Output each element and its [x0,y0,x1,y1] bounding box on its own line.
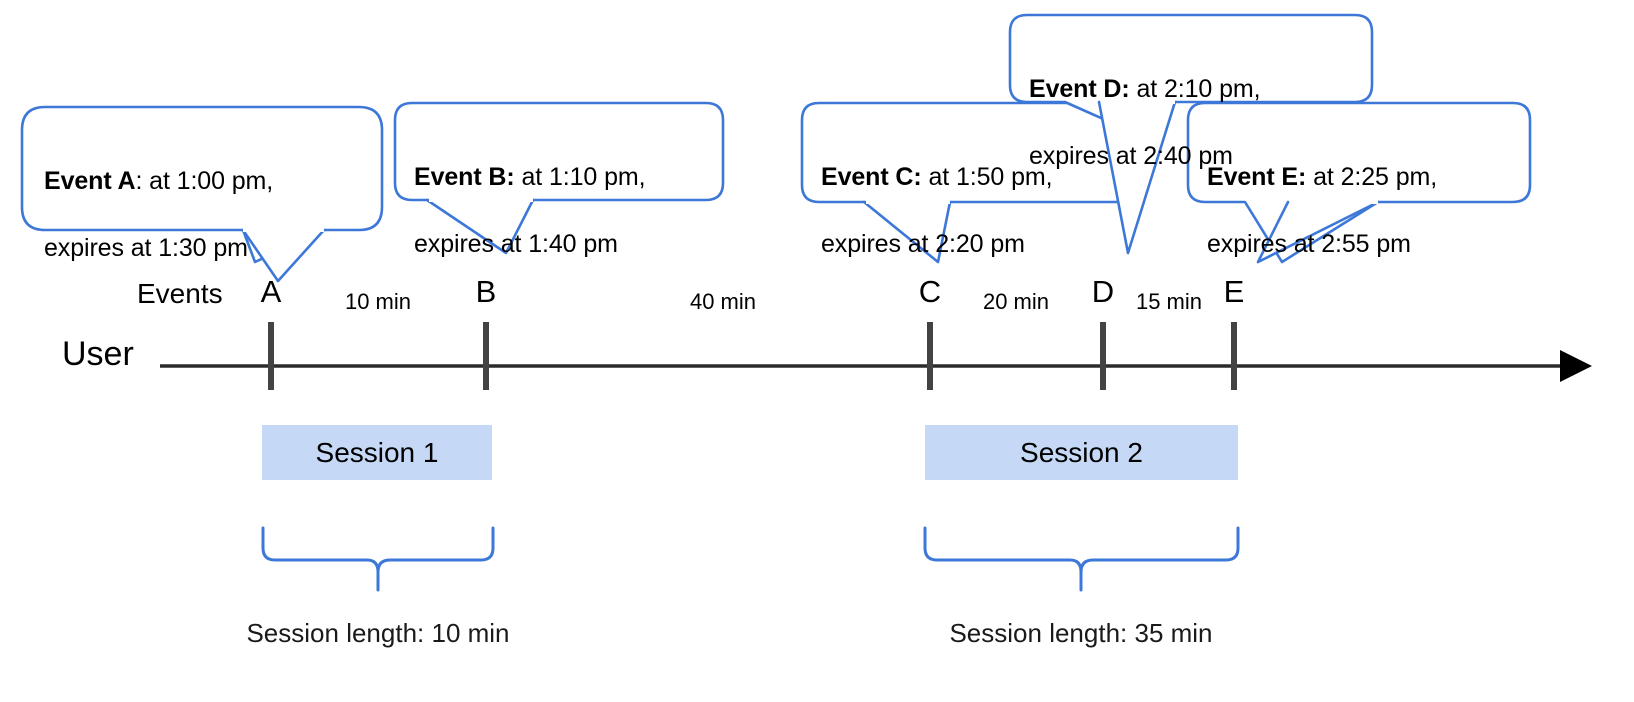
callout-line1-event-b: at 1:10 pm, [521,162,646,191]
session-box-2-label: Session 2 [1020,436,1143,468]
callout-line1-event-c: at 1:50 pm, [928,162,1053,191]
callout-text-event-d: Event D: at 2:10 pm, expires at 2:40 pm [1029,39,1369,173]
event-letter-d: D [1091,274,1115,309]
session-length-1: Session length: 10 min [246,618,510,648]
callout-line2-event-e: expires at 2:55 pm [1207,229,1411,258]
callout-bubble-event-e [1186,101,1532,264]
brace-session-2 [923,526,1240,592]
session-length-2: Session length: 35 min [949,618,1213,648]
callout-text-event-c: Event C: at 1:50 pm, expires at 2:20 pm [821,127,1137,261]
event-letter-c: C [918,274,942,309]
event-letter-b: B [475,274,497,309]
gap-label-d-e: 15 min [1135,289,1203,314]
timeline-ticks [268,322,1237,390]
brace-session-1 [261,526,495,592]
event-letter-e: E [1223,274,1245,309]
callout-text-event-b: Event B: at 1:10 pm, expires at 1:40 pm [414,127,726,261]
callout-title-event-a: Event A [44,166,136,195]
callout-line1-event-a: at 1:00 pm, [149,166,274,195]
callout-text-event-e: Event E: at 2:25 pm, expires at 2:55 pm [1207,127,1529,261]
gap-label-a-b: 10 min [344,289,412,314]
callout-title-event-d: Event D: [1029,74,1130,103]
callout-text-event-a: Event A: at 1:00 pm, expires at 1:30 pm [44,131,374,265]
callout-line2-event-a: expires at 1:30 pm [44,233,248,262]
event-letter-a: A [260,274,282,309]
callout-line1-event-e: at 2:25 pm, [1313,162,1438,191]
callout-bubble-event-a [20,105,384,283]
callout-line2-event-b: expires at 1:40 pm [414,229,618,258]
gap-label-b-c: 40 min [689,289,757,314]
timeline-axis [160,350,1592,382]
events-row-label: Events [137,278,223,309]
callout-title-event-e: Event E: [1207,162,1307,191]
callout-line2-event-d: expires at 2:40 pm [1029,141,1233,170]
callout-title-event-c: Event C: [821,162,922,191]
callout-title-event-b: Event B: [414,162,515,191]
session-box-1-label: Session 1 [315,436,439,468]
callout-bubble-event-b [393,101,725,255]
callout-sep-event-a: : [135,166,150,195]
session-box-1: Session 1 [262,425,492,480]
session-box-2: Session 2 [925,425,1238,480]
gap-label-c-d: 20 min [982,289,1050,314]
callout-line2-event-c: expires at 2:20 pm [821,229,1025,258]
user-row-label: User [62,335,134,373]
callout-bubble-event-d [1008,13,1374,255]
callout-line1-event-d: at 2:10 pm, [1136,74,1261,103]
